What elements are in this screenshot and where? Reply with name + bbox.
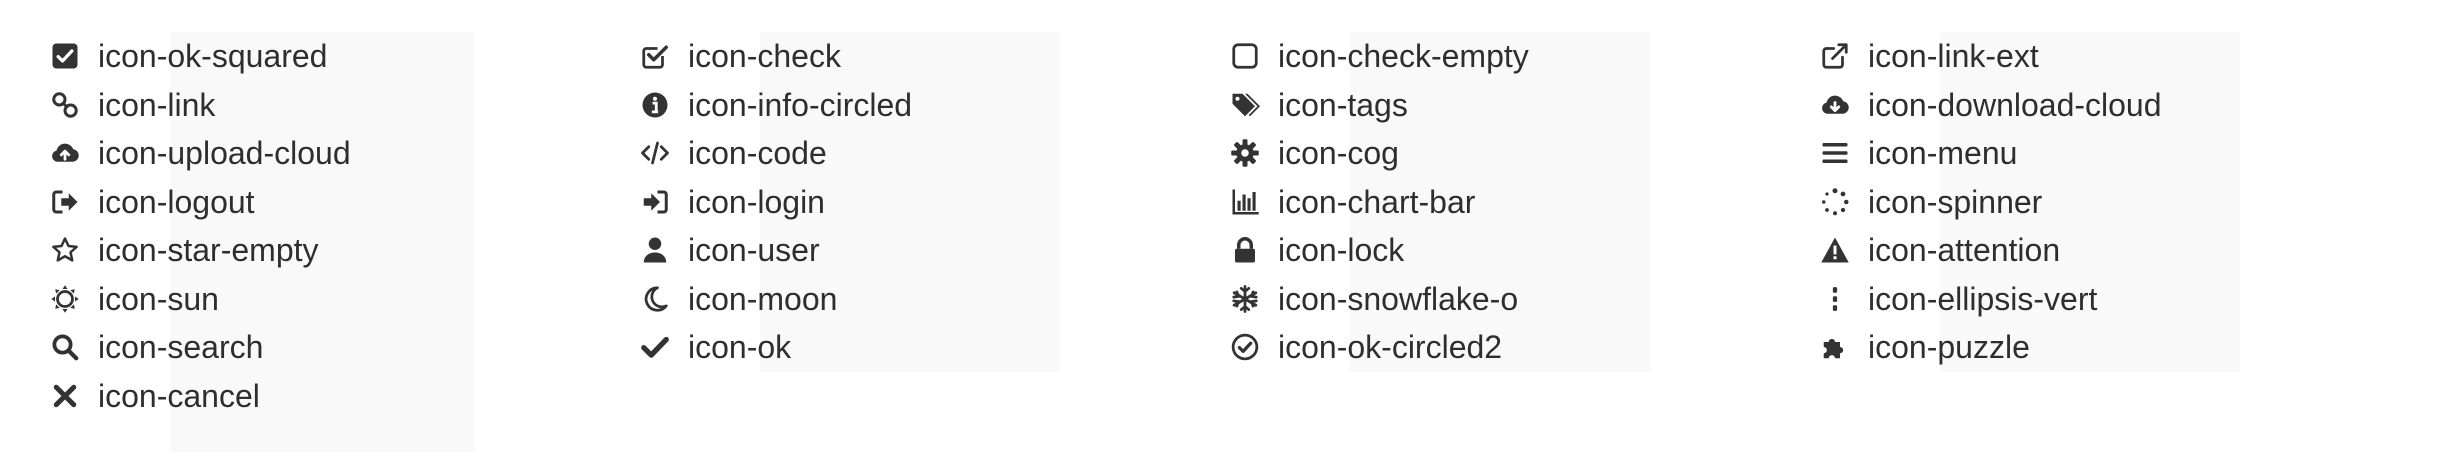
cancel-icon bbox=[48, 379, 82, 413]
icon-label: icon-info-circled bbox=[688, 86, 913, 123]
icon-label: icon-menu bbox=[1868, 135, 2018, 172]
icon-list-item: icon-attention bbox=[1818, 226, 2162, 275]
ok-icon bbox=[638, 330, 672, 364]
icon-list-item: icon-info-circled bbox=[638, 81, 912, 130]
search-icon bbox=[48, 330, 82, 364]
icon-list-item: icon-tags bbox=[1228, 81, 1529, 130]
cog-icon bbox=[1228, 136, 1262, 170]
icon-label: icon-check bbox=[688, 38, 841, 75]
snowflake-o-icon bbox=[1228, 282, 1262, 316]
icon-list-item: icon-check-empty bbox=[1228, 32, 1529, 81]
icon-label: icon-ellipsis-vert bbox=[1868, 280, 2098, 317]
user-icon bbox=[638, 233, 672, 267]
icon-list-item: icon-cog bbox=[1228, 129, 1529, 178]
icon-list-item: icon-search bbox=[48, 323, 351, 372]
attention-icon bbox=[1818, 233, 1852, 267]
icon-column-1: icon-ok-squared icon-link icon-upload-clou… bbox=[48, 32, 351, 420]
ok-squared-icon bbox=[48, 39, 82, 73]
icon-label: icon-check-empty bbox=[1278, 38, 1529, 75]
download-cloud-icon bbox=[1818, 88, 1852, 122]
icon-label: icon-logout bbox=[98, 183, 255, 220]
moon-icon bbox=[638, 282, 672, 316]
code-icon bbox=[638, 136, 672, 170]
icon-column-4: icon-link-ext icon-download-cloud icon-men… bbox=[1818, 32, 2162, 372]
icon-list-item: icon-sun bbox=[48, 275, 351, 324]
icon-label: icon-attention bbox=[1868, 232, 2061, 269]
icon-list-item: icon-puzzle bbox=[1818, 323, 2162, 372]
icon-list-item: icon-check bbox=[638, 32, 912, 81]
icon-list-item: icon-ok bbox=[638, 323, 912, 372]
star-empty-icon bbox=[48, 233, 82, 267]
icon-label: icon-puzzle bbox=[1868, 329, 2030, 366]
icon-list-item: icon-chart-bar bbox=[1228, 178, 1529, 227]
chart-bar-icon bbox=[1228, 185, 1262, 219]
icon-list-item: icon-ok-squared bbox=[48, 32, 351, 81]
tags-icon bbox=[1228, 88, 1262, 122]
icon-list-item: icon-user bbox=[638, 226, 912, 275]
icon-column-2: icon-check icon-info-circled icon-code icon… bbox=[638, 32, 912, 372]
icon-label: icon-ok bbox=[688, 329, 792, 366]
icon-label: icon-star-empty bbox=[98, 232, 319, 269]
column-background bbox=[760, 32, 1060, 372]
icon-list-item: icon-moon bbox=[638, 275, 912, 324]
icon-label: icon-moon bbox=[688, 280, 838, 317]
ellipsis-vert-icon bbox=[1818, 282, 1852, 316]
menu-icon bbox=[1818, 136, 1852, 170]
icon-label: icon-tags bbox=[1278, 86, 1408, 123]
icon-label: icon-sun bbox=[98, 280, 219, 317]
icon-list-item: icon-ok-circled2 bbox=[1228, 323, 1529, 372]
icon-label: icon-cancel bbox=[98, 377, 260, 414]
icon-label: icon-user bbox=[688, 232, 820, 269]
spinner-icon bbox=[1818, 185, 1852, 219]
check-icon bbox=[638, 39, 672, 73]
logout-icon bbox=[48, 185, 82, 219]
column-background bbox=[170, 32, 474, 452]
link-icon bbox=[48, 88, 82, 122]
icon-list-item: icon-lock bbox=[1228, 226, 1529, 275]
icon-label: icon-snowflake-o bbox=[1278, 280, 1519, 317]
column-background bbox=[1350, 32, 1650, 372]
check-empty-icon bbox=[1228, 39, 1262, 73]
icon-label: icon-cog bbox=[1278, 135, 1399, 172]
icon-label: icon-download-cloud bbox=[1868, 86, 2162, 123]
icon-label: icon-upload-cloud bbox=[98, 135, 351, 172]
icon-list-item: icon-star-empty bbox=[48, 226, 351, 275]
sun-icon bbox=[48, 282, 82, 316]
icon-list-item: icon-code bbox=[638, 129, 912, 178]
icon-label: icon-login bbox=[688, 183, 825, 220]
icon-list-item: icon-upload-cloud bbox=[48, 129, 351, 178]
icon-list-item: icon-spinner bbox=[1818, 178, 2162, 227]
icon-list-item: icon-snowflake-o bbox=[1228, 275, 1529, 324]
upload-cloud-icon bbox=[48, 136, 82, 170]
login-icon bbox=[638, 185, 672, 219]
icon-label: icon-chart-bar bbox=[1278, 183, 1476, 220]
icon-label: icon-search bbox=[98, 329, 264, 366]
icon-label: icon-spinner bbox=[1868, 183, 2043, 220]
icon-list-item: icon-logout bbox=[48, 178, 351, 227]
icon-label: icon-lock bbox=[1278, 232, 1405, 269]
lock-icon bbox=[1228, 233, 1262, 267]
link-ext-icon bbox=[1818, 39, 1852, 73]
icon-list-item: icon-ellipsis-vert bbox=[1818, 275, 2162, 324]
icon-column-3: icon-check-empty icon-tags icon-cog icon-ch… bbox=[1228, 32, 1529, 372]
info-circled-icon bbox=[638, 88, 672, 122]
puzzle-icon bbox=[1818, 330, 1852, 364]
icon-list-item: icon-link bbox=[48, 81, 351, 130]
column-background bbox=[1940, 32, 2240, 372]
icon-label: icon-ok-squared bbox=[98, 38, 328, 75]
icon-list-item: icon-login bbox=[638, 178, 912, 227]
icon-label: icon-code bbox=[688, 135, 827, 172]
icon-label: icon-link bbox=[98, 86, 216, 123]
icon-list-item: icon-menu bbox=[1818, 129, 2162, 178]
icon-list-item: icon-link-ext bbox=[1818, 32, 2162, 81]
icon-label: icon-ok-circled2 bbox=[1278, 329, 1503, 366]
icon-list-item: icon-cancel bbox=[48, 372, 351, 421]
ok-circled2-icon bbox=[1228, 330, 1262, 364]
icon-label: icon-link-ext bbox=[1868, 38, 2039, 75]
icon-list-item: icon-download-cloud bbox=[1818, 81, 2162, 130]
